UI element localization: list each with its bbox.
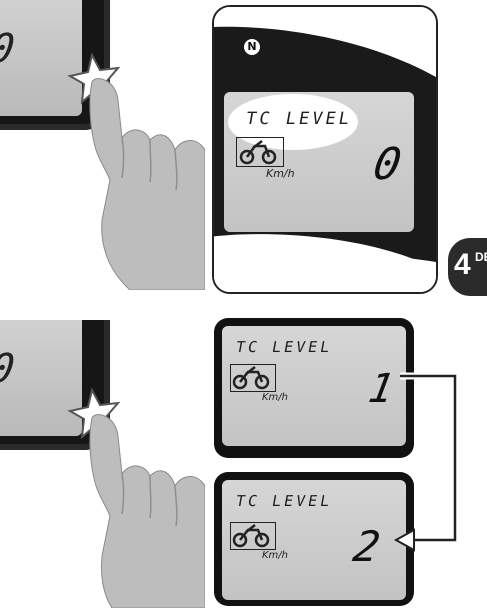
language-code: DE bbox=[475, 248, 485, 266]
chapter-language-tab: 4 DE bbox=[448, 238, 487, 296]
chapter-number: 4 bbox=[454, 248, 471, 282]
arrow-head-icon bbox=[396, 530, 414, 550]
